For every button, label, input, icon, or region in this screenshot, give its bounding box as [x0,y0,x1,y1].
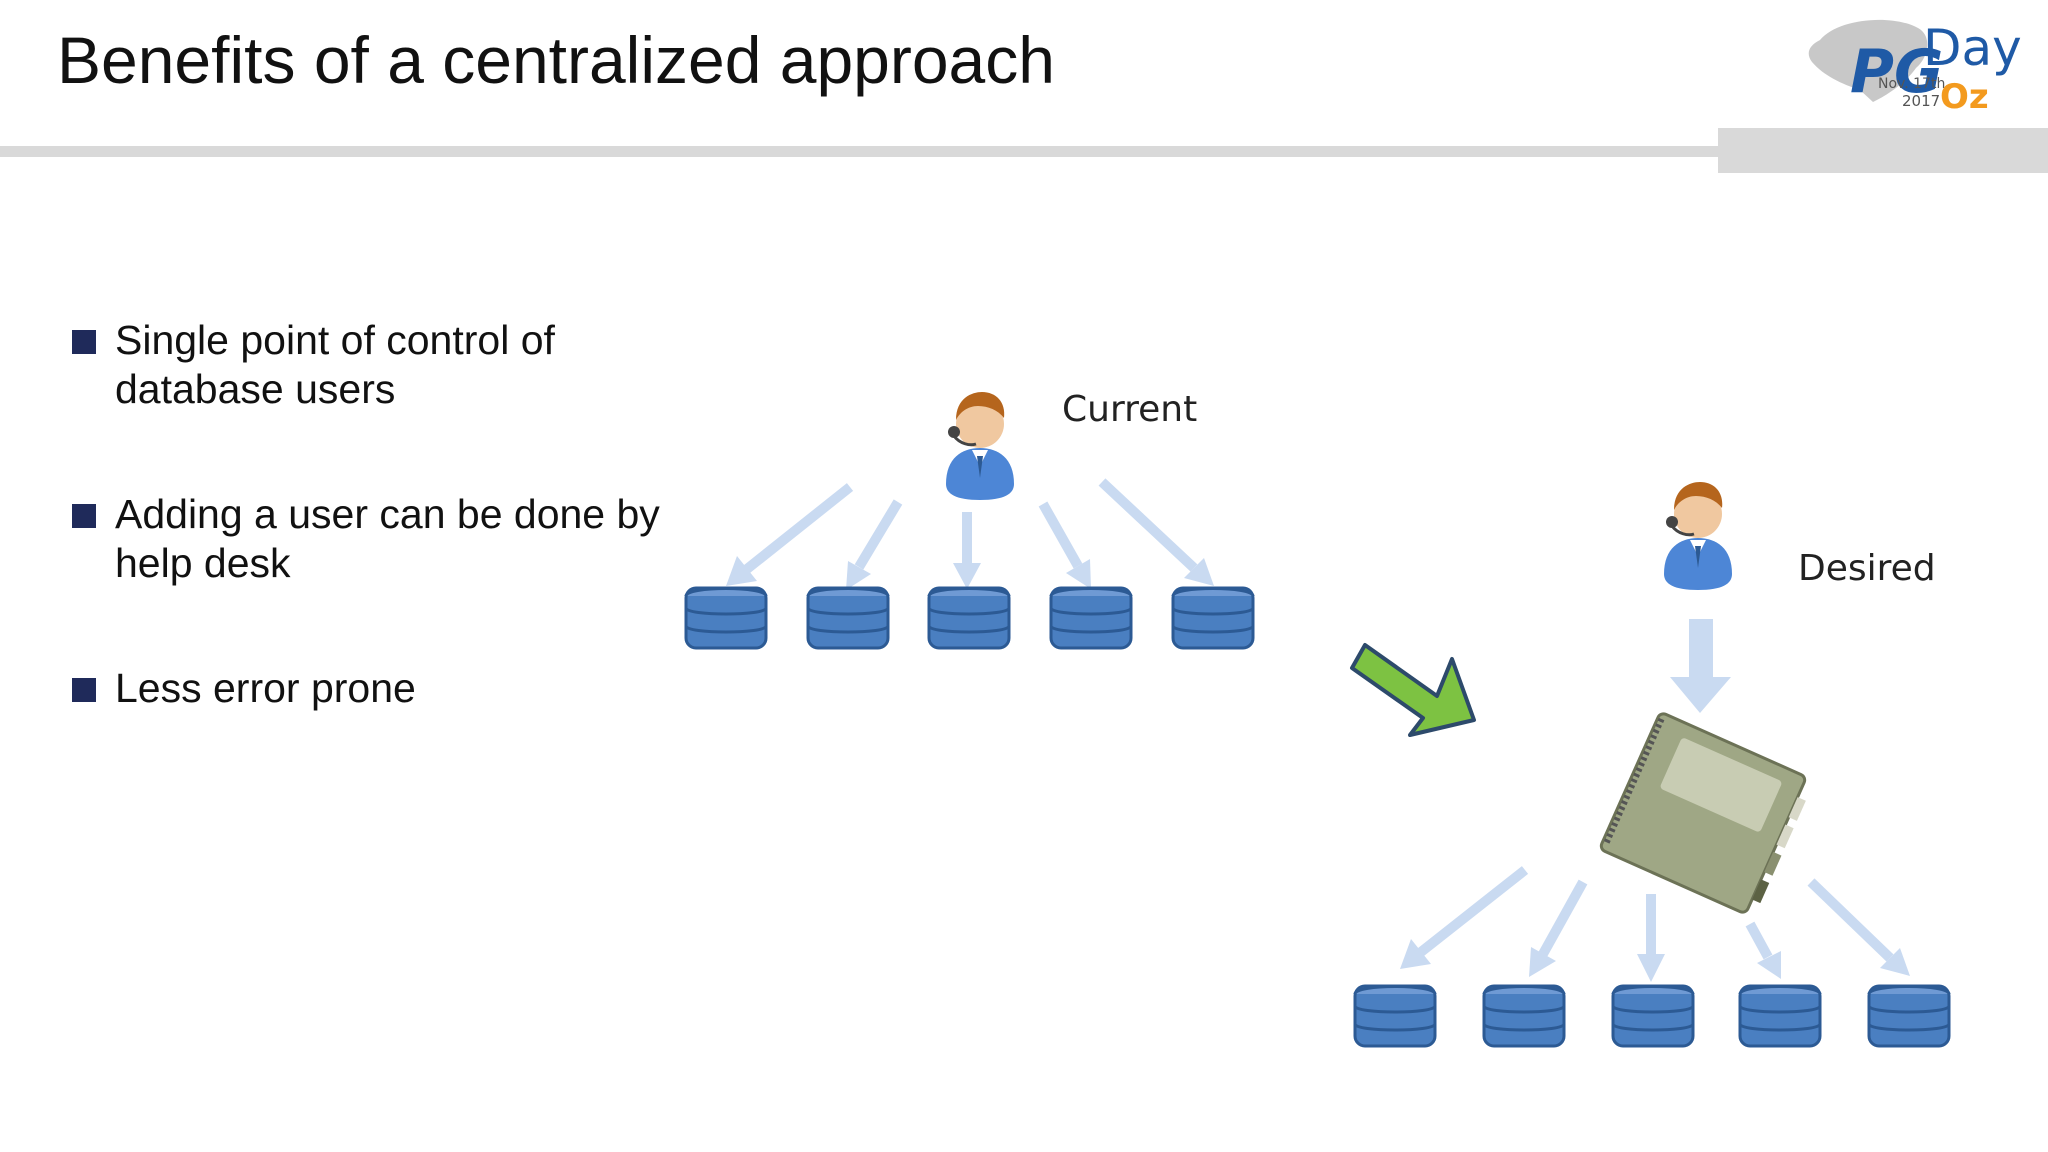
helpdesk-person-current-icon [944,390,1016,502]
database-icon [806,586,890,650]
bullet-marker-icon [72,330,96,354]
bullet-marker-icon [72,678,96,702]
logo-day: Day [1923,19,2022,77]
database-icon [1738,984,1822,1048]
transition-arrow-icon [1350,643,1476,737]
database-icon [1611,984,1695,1048]
arrow-down-icon [1529,879,1588,977]
database-icon [1482,984,1566,1048]
logo-oz: Oz [1940,77,1989,115]
database-icon [1049,586,1133,650]
address-book-icon [1599,712,1807,914]
database-icon [927,586,1011,650]
arrow-down-icon [1038,501,1091,589]
title-rule-tab [1718,128,2048,173]
bullet-text: Less error prone [115,665,416,711]
arrow-down-icon [1807,878,1910,976]
current-fanout-arrows [726,478,1214,590]
arrow-down-icon [1098,478,1214,586]
arrow-down-icon [846,499,903,590]
title-rule [0,146,1718,157]
arrow-down-icon [1745,921,1781,979]
database-icon [684,586,768,650]
helpdesk-person-desired-icon [1662,480,1734,592]
arrow-down-icon [953,512,981,589]
logo-pg: PG [1850,37,1943,107]
pgday-logo: PG Day Nov. 17th 2017 Oz [1808,19,2022,115]
desired-fanout-arrows [1400,866,1910,982]
arrow-down-icon [1400,866,1529,969]
arrow-down-icon [1637,894,1665,982]
database-icon [1171,586,1255,650]
current-label: Current [1062,389,1197,430]
elephant-silhouette-icon [1808,19,1928,102]
arrow-down-icon [726,483,854,586]
logo-date: Nov. 17th [1878,76,1945,92]
slide-title: Benefits of a centralized approach [57,23,1055,97]
bullet-marker-icon [72,504,96,528]
arrow-down-icon [1670,619,1731,713]
database-icon [1867,984,1951,1048]
database-icon [1353,984,1437,1048]
logo-year: 2017 [1902,92,1940,110]
desired-label: Desired [1798,548,1936,589]
